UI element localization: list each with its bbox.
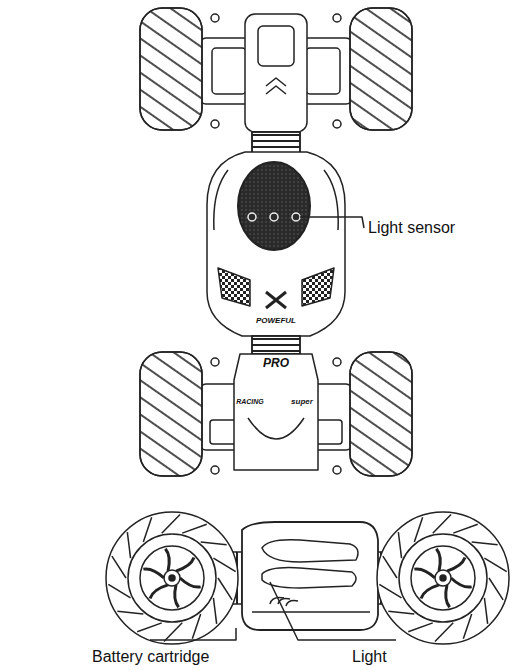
- wheel: [377, 512, 509, 644]
- bellows: [252, 132, 300, 154]
- car-body: [207, 152, 345, 336]
- wheel: [106, 512, 238, 644]
- rear-axle: [140, 352, 412, 476]
- side-view: [232, 522, 382, 630]
- decal-text: RACING: [235, 398, 265, 406]
- side-wheels: [106, 512, 509, 644]
- leader-line: [270, 582, 396, 640]
- part-label: Light: [352, 648, 387, 666]
- decal-text: PRO: [262, 357, 290, 370]
- front-axle: [140, 8, 412, 132]
- leader-line: [150, 628, 236, 640]
- part-label: Light sensor: [368, 219, 455, 237]
- leader-line: [300, 217, 364, 228]
- part-label: Battery cartridge: [92, 648, 209, 666]
- decal-text: POWEFUL: [255, 317, 297, 326]
- decal-text: super: [290, 398, 314, 407]
